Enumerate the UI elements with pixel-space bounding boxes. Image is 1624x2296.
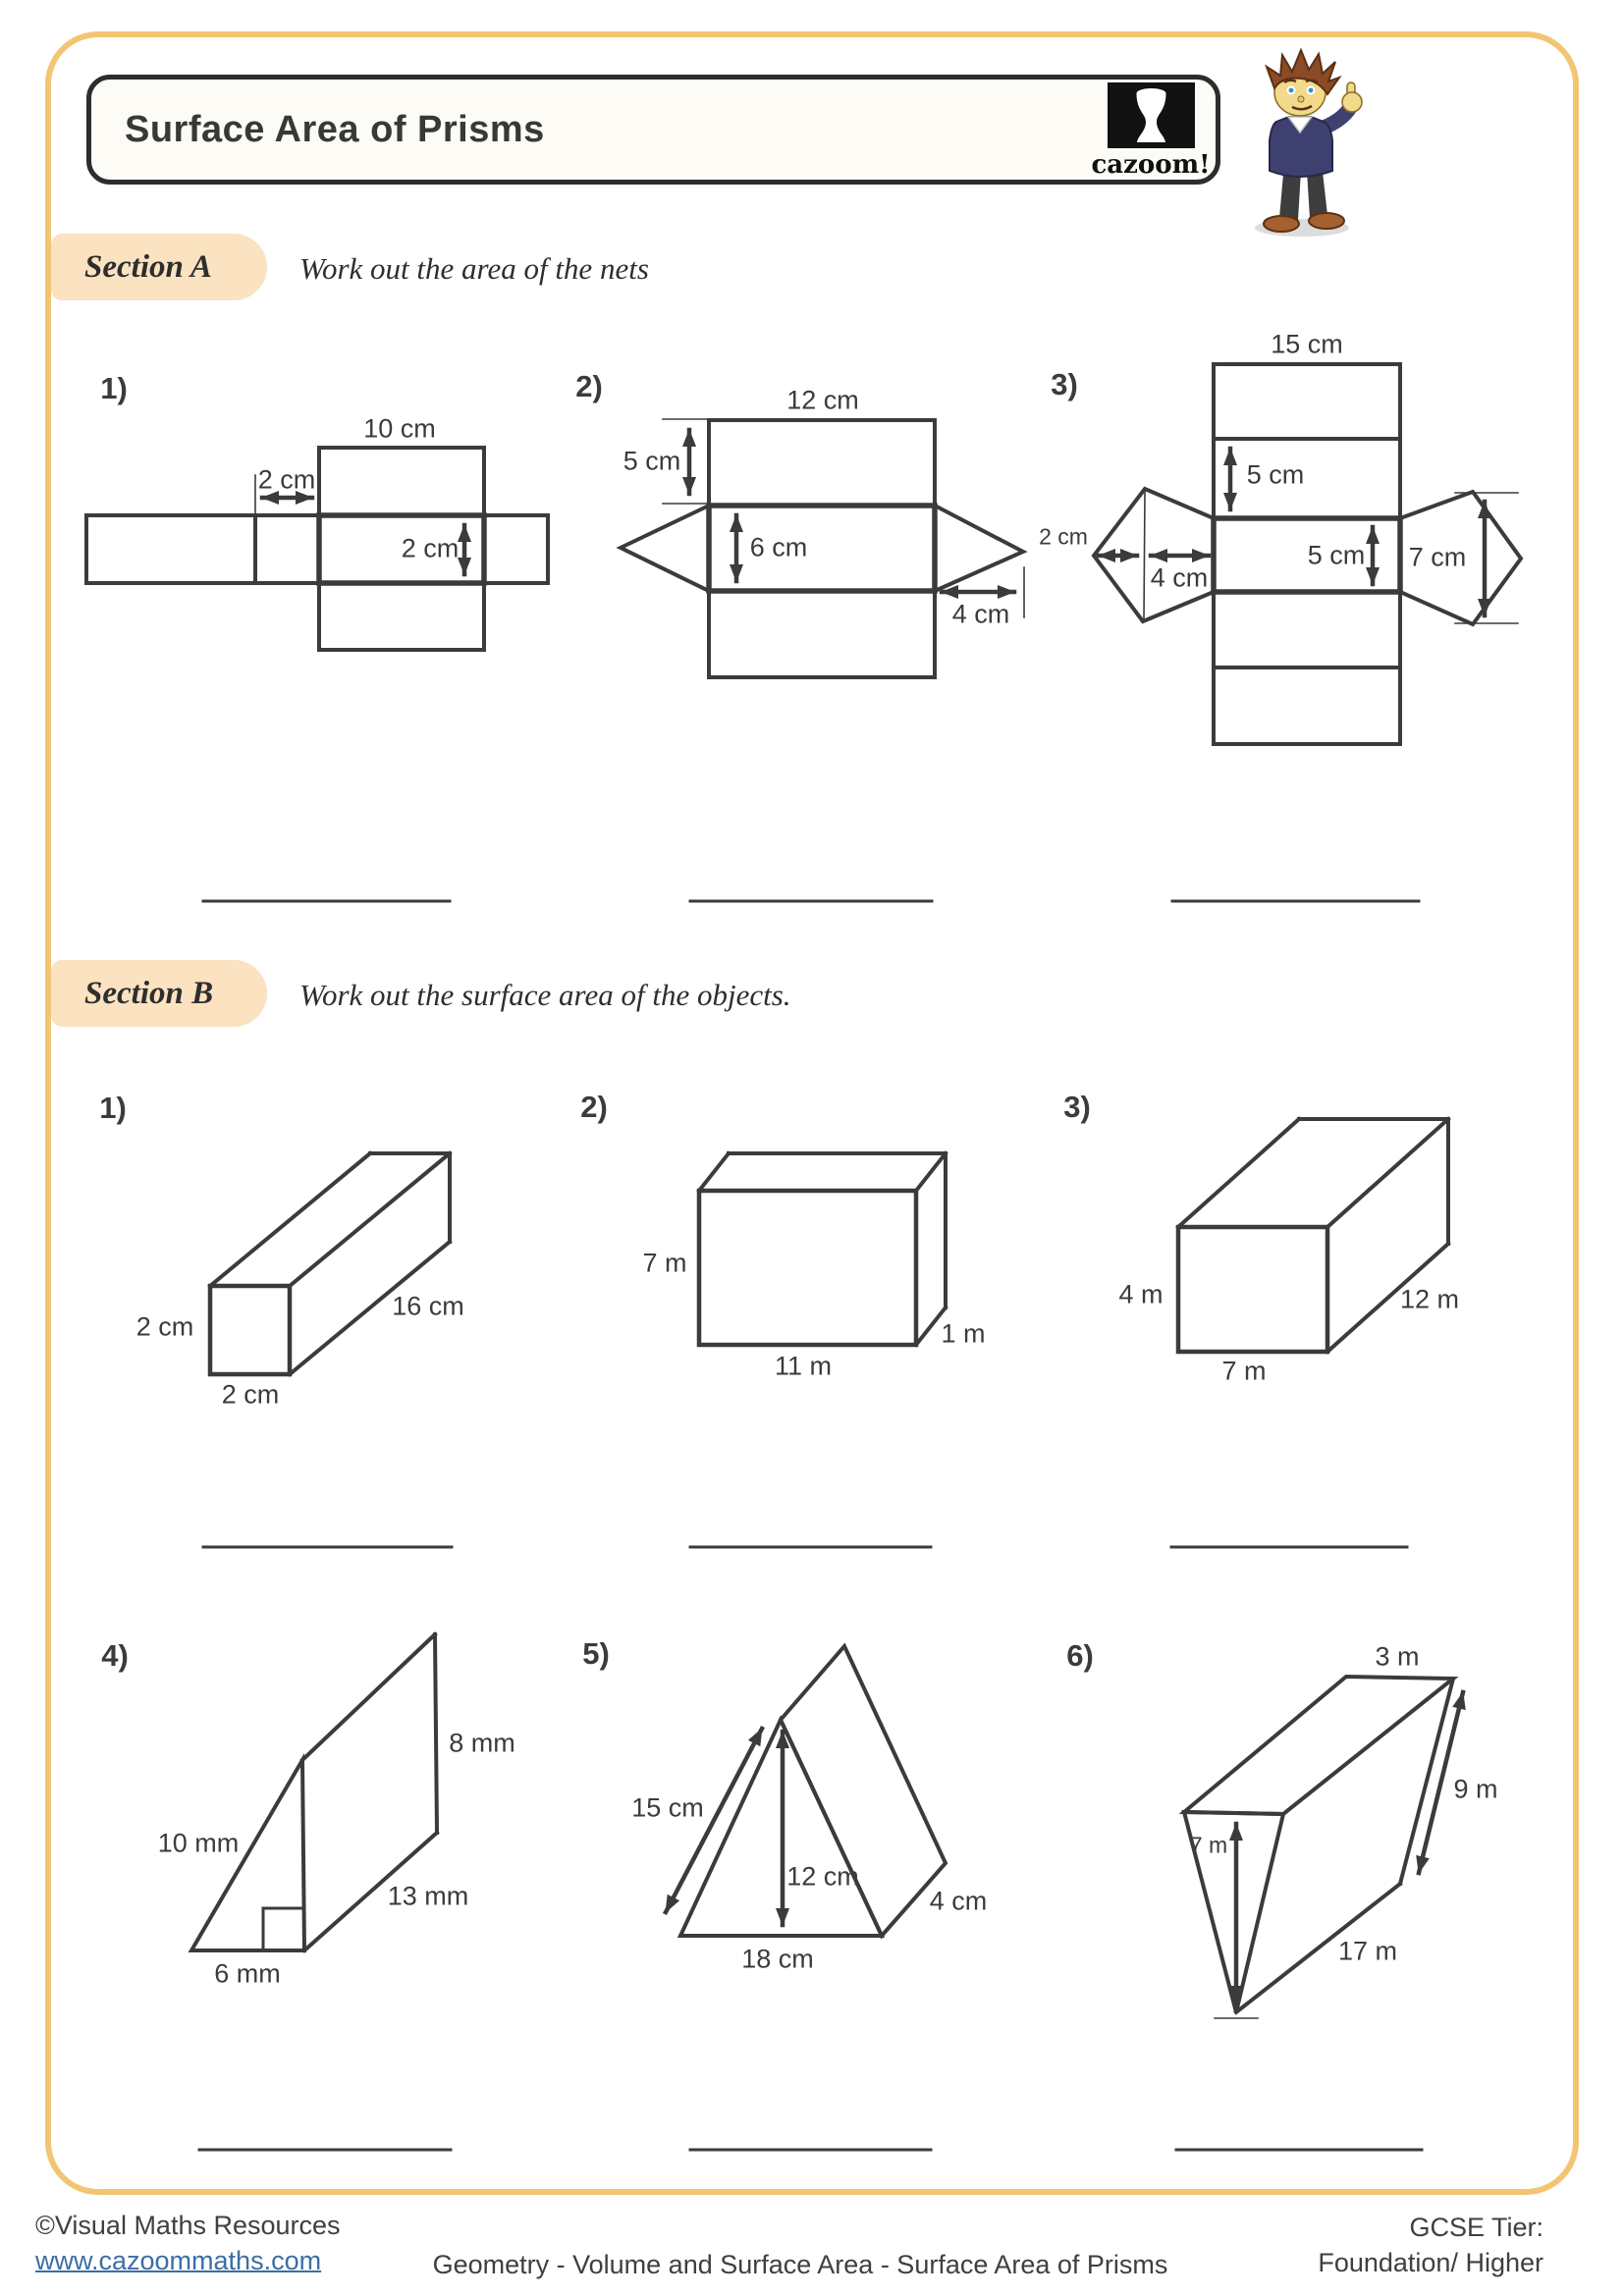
dim-label: 2 cm bbox=[135, 1311, 194, 1342]
dim-label: 3 m bbox=[1375, 1641, 1420, 1672]
dim-label: 13 mm bbox=[387, 1881, 469, 1911]
dim-label: 17 m bbox=[1337, 1936, 1398, 1966]
footer-tier-value: Foundation/ Higher bbox=[1318, 2248, 1543, 2277]
cazoom-logo-icon bbox=[1108, 82, 1195, 148]
question-number-b1: 1) bbox=[99, 1091, 127, 1125]
dim-label: 4 cm bbox=[1150, 562, 1209, 593]
question-number-b6: 6) bbox=[1066, 1638, 1094, 1673]
dim-label: 12 m bbox=[1399, 1284, 1460, 1314]
net-1-cuboid-drawing bbox=[84, 446, 550, 652]
dim-label: 9 m bbox=[1453, 1774, 1498, 1804]
section-b-pill: Section B bbox=[51, 960, 267, 1027]
dim-label: 1 m bbox=[941, 1318, 986, 1349]
dim-label: 15 cm bbox=[1271, 329, 1343, 359]
question-number-b4: 4) bbox=[101, 1638, 129, 1673]
dim-label: 5 cm bbox=[1246, 459, 1305, 490]
dim-label: 12 cm bbox=[786, 1861, 859, 1892]
dim-label: 2 cm bbox=[1039, 523, 1088, 550]
solid-2-cuboid-drawing bbox=[696, 1150, 948, 1348]
dim-label: 6 mm bbox=[214, 1958, 281, 1989]
dim-label: 7 m bbox=[642, 1248, 687, 1278]
dim-label: 6 cm bbox=[749, 532, 808, 562]
dim-label: 12 cm bbox=[786, 385, 859, 415]
solid-4-triangular-prism-drawing bbox=[188, 1631, 440, 1953]
dim-label: 4 cm bbox=[951, 599, 1010, 629]
page-border bbox=[45, 31, 1579, 2195]
section-a-instruction: Work out the area of the nets bbox=[299, 251, 649, 286]
net-2-triangular-prism-drawing bbox=[616, 418, 1028, 679]
question-number-a3: 3) bbox=[1051, 367, 1078, 401]
dim-label: 15 cm bbox=[631, 1792, 704, 1823]
dim-label: 7 m bbox=[1189, 1832, 1228, 1858]
dim-label: 4 m bbox=[1118, 1279, 1164, 1309]
dim-label: 5 cm bbox=[1307, 540, 1366, 570]
question-number-a2: 2) bbox=[575, 369, 603, 403]
dim-label: 10 mm bbox=[157, 1828, 240, 1858]
solid-5-triangular-prism-drawing bbox=[662, 1642, 948, 1940]
dim-label: 11 m bbox=[774, 1351, 833, 1381]
dim-label: 5 cm bbox=[623, 446, 681, 476]
solid-1-cuboid-drawing bbox=[207, 1150, 453, 1377]
mascot-illustration bbox=[1255, 47, 1363, 237]
dim-label: 8 mm bbox=[449, 1728, 515, 1758]
worksheet-header: Surface Area of Prisms bbox=[86, 75, 1220, 185]
footer-copyright: ©Visual Maths Resources bbox=[35, 2211, 341, 2240]
net-3-pentagonal-prism-drawing bbox=[1091, 362, 1524, 746]
dim-label: 7 m bbox=[1221, 1356, 1267, 1386]
dim-label: 4 cm bbox=[929, 1886, 988, 1916]
dim-label: 10 cm bbox=[363, 413, 436, 444]
cazoom-logo-text: cazoom! bbox=[1091, 150, 1211, 180]
dim-label: 7 cm bbox=[1408, 542, 1467, 572]
dim-label: 2 cm bbox=[257, 464, 316, 495]
question-number-b3: 3) bbox=[1063, 1090, 1091, 1124]
section-b-label: Section B bbox=[84, 975, 214, 1011]
solid-6-triangular-prism-drawing bbox=[1178, 1674, 1466, 2019]
dim-label: 16 cm bbox=[392, 1291, 464, 1321]
dim-label: 2 cm bbox=[221, 1379, 280, 1410]
solid-3-cuboid-drawing bbox=[1175, 1116, 1451, 1355]
footer-tier-label: GCSE Tier: bbox=[1409, 2213, 1543, 2242]
footer-url-link[interactable]: www.cazoommaths.com bbox=[35, 2246, 322, 2275]
page-title: Surface Area of Prisms bbox=[125, 108, 545, 150]
dim-label: 2 cm bbox=[401, 533, 460, 563]
section-a-label: Section A bbox=[84, 248, 212, 285]
section-a-pill: Section A bbox=[51, 234, 267, 300]
question-number-b2: 2) bbox=[580, 1090, 608, 1124]
footer-topic: Geometry - Volume and Surface Area - Sur… bbox=[432, 2250, 1168, 2279]
dim-label: 18 cm bbox=[741, 1944, 814, 1974]
question-number-a1: 1) bbox=[100, 371, 128, 405]
section-b-instruction: Work out the surface area of the objects… bbox=[299, 978, 791, 1012]
question-number-b5: 5) bbox=[582, 1636, 610, 1671]
